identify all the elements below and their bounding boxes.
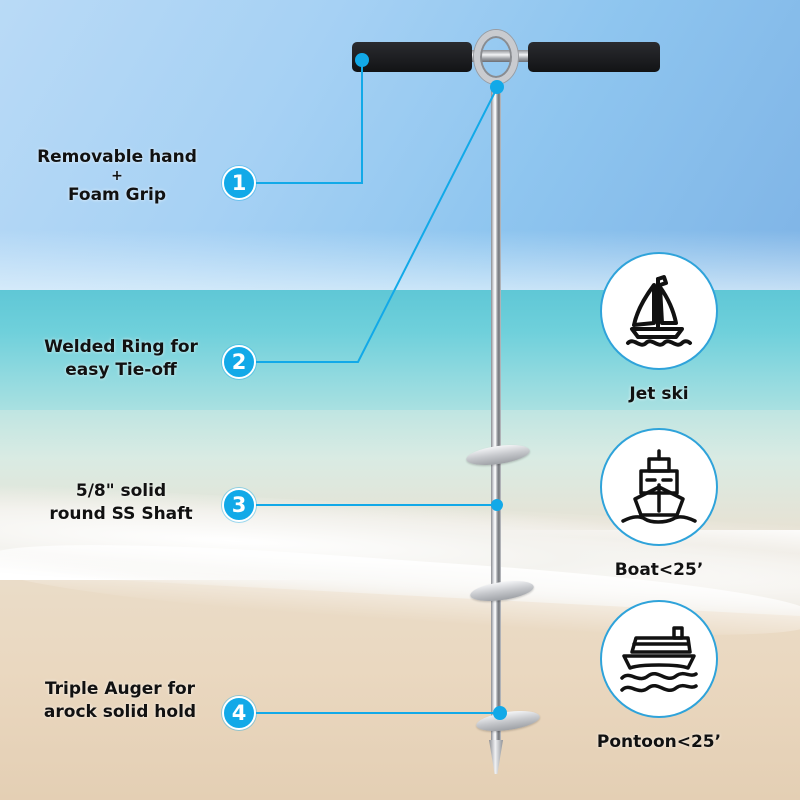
- feature-text: 5/8" solid: [75, 481, 167, 501]
- ship-icon: [621, 449, 697, 524]
- use-case-circle: [600, 252, 718, 370]
- use-case-label: Jet ski: [629, 384, 689, 404]
- feature-badge-2: 2: [222, 345, 256, 379]
- feature-badge-3: 3: [222, 488, 256, 522]
- feature-badge-1: 1: [222, 166, 256, 200]
- use-case-label: Pontoon<25’: [596, 732, 722, 752]
- foam-grip-left: [352, 42, 472, 72]
- feature-badge-4: 4: [222, 696, 256, 730]
- use-case-pontoon: Pontoon<25’: [589, 600, 729, 752]
- welded-ring: [474, 30, 518, 84]
- foam-grip-right: [528, 42, 660, 72]
- feature-text: +: [111, 167, 123, 184]
- use-case-circle: [600, 428, 718, 546]
- use-case-jet-ski: Jet ski: [589, 252, 729, 404]
- feature-label-1: Removable hand + Foam Grip: [22, 146, 212, 207]
- feature-label-3: 5/8" solid round SS Shaft: [28, 480, 214, 526]
- feature-text: Welded Ring for: [44, 337, 198, 357]
- feature-text: easy Tie-off: [65, 359, 177, 380]
- feature-text: round SS Shaft: [49, 503, 193, 524]
- feature-label-4: Triple Auger for arock solid hold: [22, 678, 218, 724]
- feature-text: Removable hand: [37, 147, 197, 167]
- pontoon-icon: [620, 626, 698, 693]
- feature-text: arock solid hold: [43, 701, 197, 722]
- feature-text: Foam Grip: [67, 185, 167, 206]
- feature-label-2: Welded Ring for easy Tie-off: [28, 336, 214, 382]
- anchor-shaft: [491, 84, 501, 744]
- sailboat-icon: [626, 275, 692, 347]
- use-case-boat: Boat<25’: [589, 428, 729, 580]
- feature-text: Triple Auger for: [44, 679, 196, 699]
- use-case-label: Boat<25’: [614, 560, 704, 580]
- use-case-circle: [600, 600, 718, 718]
